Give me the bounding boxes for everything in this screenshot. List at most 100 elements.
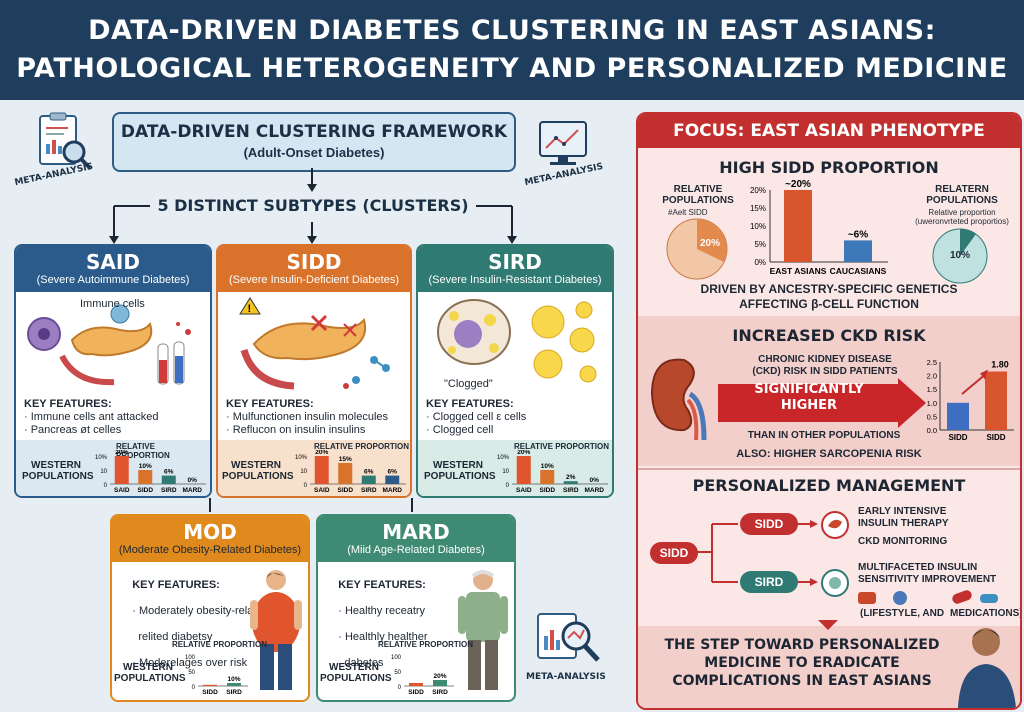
said-category-label: SAID xyxy=(114,487,130,494)
main-title-line2: PATHOLOGICAL HETEROGENEITY AND PERSONALI… xyxy=(16,53,1008,84)
said-bar-value-label: 20% xyxy=(115,450,128,456)
said-category-label: MARD xyxy=(183,487,203,494)
sird-bar-value-label: 0% xyxy=(590,477,600,484)
sidd-bar-said xyxy=(314,456,329,484)
meta-analysis-magnifier-icon xyxy=(530,606,610,670)
sidd-chart-tick: 20% xyxy=(750,186,766,195)
framework-box: DATA-DRIVEN CLUSTERING FRAMEWORK (Adult-… xyxy=(112,112,516,172)
sird-kf-2: · Clogged cell xyxy=(426,424,494,436)
sidd-key-features: KEY FEATURES: · Mulfunctionen insulin mo… xyxy=(226,398,388,437)
sird-category-label: MARD xyxy=(585,487,605,494)
ckd-trend-arrow-head xyxy=(980,369,988,380)
sidd-kf-2: · Reflucon on insulin insulins xyxy=(226,424,366,436)
mard-bar-sird xyxy=(433,680,447,686)
mod-tick-label: 100 xyxy=(185,655,196,661)
sidd-rp-label: RELATIVE PROPORTION xyxy=(314,442,409,451)
sidd-fullname: (Severe Insulin-Deficient Diabetes) xyxy=(229,274,399,286)
said-proportion-panel xyxy=(16,440,210,496)
mod-bar-value-label: 10% xyxy=(227,676,240,683)
said-header: SAID (Severe Autoimmune Diabetes) xyxy=(16,246,210,292)
pm-meds-text: MEDICATIONS) xyxy=(950,608,1022,619)
mod-kf-2: relited diabetsy xyxy=(132,631,213,643)
said-fullname: (Severe Autoimmune Diabetes) xyxy=(36,274,190,286)
connector-lines xyxy=(109,168,517,512)
cell-circle-icon xyxy=(821,569,849,597)
mod-name: MOD xyxy=(183,520,237,544)
sidd-chart-tick: 10% xyxy=(750,222,766,231)
focus-panel: FOCUS: EAST ASIAN PHENOTYPE HIGH SIDD PR… xyxy=(636,112,1022,710)
sird-tick-label: 0 xyxy=(506,483,510,489)
ckd-chart-tick: 0.0 xyxy=(927,426,937,435)
sidd-proportion-panel xyxy=(218,440,410,496)
sidd-bar-value-label: 15% xyxy=(339,456,352,463)
sidd-card: SIDD (Severe Insulin-Deficient Diabetes)… xyxy=(216,244,412,498)
framework-subtitle: (Adult-Onset Diabetes) xyxy=(243,145,385,160)
sidd-chart-tick: 15% xyxy=(750,204,766,213)
said-tick-label: 10 xyxy=(100,469,107,475)
said-kf-title: KEY FEATURES: xyxy=(24,398,112,410)
other-populations-text: THAN IN OTHER POPULATIONS xyxy=(747,430,901,441)
final-section-bg xyxy=(638,626,1020,708)
pancreas-insulin-illustration: ! xyxy=(239,297,390,390)
sird-kf-1: · Clogged cell ε cells xyxy=(426,411,527,423)
meta-analysis-label-bottom: META-ANALYSIS xyxy=(526,672,606,682)
sird-header: SIRD (Severe Insulin-Resistant Diabetes) xyxy=(418,246,612,292)
mard-kf-3: dabetes xyxy=(338,657,384,669)
sird-key-features: KEY FEATURES: · Clogged cell ε cells · C… xyxy=(426,398,526,437)
mard-category-label: SIDD xyxy=(408,689,424,696)
sird-fullname: (Severe Insulin-Resistant Diabetes) xyxy=(428,274,602,286)
said-category-label: SIDD xyxy=(137,487,153,494)
mod-category-label: SIDD xyxy=(202,689,218,696)
sird-name: SIRD xyxy=(488,250,542,274)
sidd-tick-label: 10% xyxy=(295,455,308,461)
management-flow-lines xyxy=(696,520,818,586)
sidd-kf-1: · Mulfunctionen insulin molecules xyxy=(226,411,389,423)
ckd-description: CHRONIC KIDNEY DISEASE(CKD) RISK IN SIDD… xyxy=(752,354,898,377)
mod-card: MOD (Moderate Obesity-Related Diabetes) … xyxy=(110,514,310,702)
mod-bar-sidd xyxy=(203,684,217,686)
pm-sird-pill: SIRD xyxy=(740,571,798,593)
sird-bar-said xyxy=(516,456,531,484)
svg-text:!: ! xyxy=(248,303,252,315)
obese-person-illustration xyxy=(250,570,302,690)
said-bar-said xyxy=(114,456,129,484)
ckd-chart-category: SIDD xyxy=(986,433,1005,442)
mard-rp-label: RELATIVE PROPORTION xyxy=(378,640,473,649)
header-banner: DATA-DRIVEN DIABETES CLUSTERING IN EAST … xyxy=(0,0,1024,100)
sidd-name: SIDD xyxy=(286,250,342,274)
sidd-chart-bar-0 xyxy=(784,190,812,262)
sird-bar-value-label: 2% xyxy=(566,474,576,481)
relatern-sub: Relative proportion(uweronvrteted propor… xyxy=(915,208,1009,226)
mard-card: MARD (Miid Age-Related Diabetes) KEY FEA… xyxy=(316,514,516,702)
ckd-chart-value-label: 1.80 xyxy=(991,360,1009,370)
mard-fullname: (Miid Age-Related Diabetes) xyxy=(347,544,485,556)
clogged-cell-illustration xyxy=(437,299,597,383)
elderly-person-illustration xyxy=(458,570,508,690)
sidd-bar-sird xyxy=(361,475,376,484)
mod-kf-3: · Moderelages over risk xyxy=(132,657,248,669)
mod-tick-label: 50 xyxy=(188,670,195,676)
sidd-category-label: SAID xyxy=(314,487,330,494)
mard-bar-sidd xyxy=(409,683,423,686)
person-icon xyxy=(958,628,1016,708)
pm-sidd-pill: SIDD xyxy=(740,513,798,535)
sird-clogged-label: "Clogged" xyxy=(444,378,493,390)
pm-root-pill: SIDD xyxy=(650,542,698,564)
sidd-bar-value-label: 6% xyxy=(364,469,374,476)
sidd-tick-label: 10 xyxy=(300,469,307,475)
mard-key-features: KEY FEATURES: · Healthy receatry · Healt… xyxy=(326,566,456,683)
left-pie-label: 20% xyxy=(700,238,721,249)
ckd-chart-bar-1 xyxy=(985,371,1007,430)
said-rp-label: RELATIVE PROPORTION xyxy=(116,442,170,460)
sidd-chart-bar-1 xyxy=(844,240,872,262)
said-bar-value-label: 0% xyxy=(188,477,198,484)
sird-bar-sidd xyxy=(540,470,555,484)
